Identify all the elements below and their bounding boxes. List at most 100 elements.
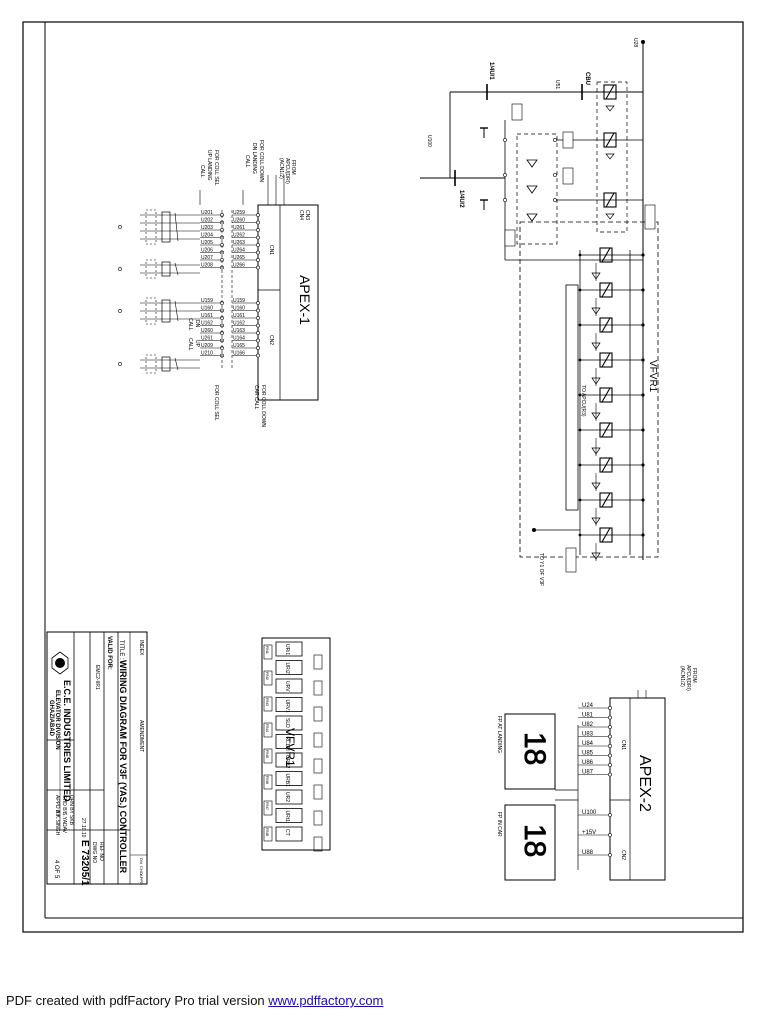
apex1-cn1-wire-right: U263	[233, 240, 245, 246]
amendment-label: AMENDMENT	[138, 720, 144, 752]
apex1-cn2-wire-left: U162	[201, 321, 213, 327]
apex1-label-dn-2: DN LANDING	[251, 143, 257, 174]
vfvr1-block: TO APCU(R3) VFVR1 TO Y1 OF V3F	[519, 40, 659, 586]
valid-for-label: VALID FOR:	[106, 636, 112, 670]
bus-label-14u1: 1/4U/1	[488, 62, 494, 80]
apex1-title: APEX-1	[297, 275, 313, 325]
apex1-cn2-wire-left: U160	[201, 306, 213, 312]
apex1-cn1-wire-right: U266	[233, 263, 245, 269]
appd-label: APPD	[139, 874, 144, 885]
bus-label-cbu: CBU	[584, 72, 590, 85]
board-relay-label: URB1	[284, 774, 290, 788]
apex1-cn1-wire-left: U202	[201, 218, 213, 224]
apex1-cn2-wire-right: U163	[233, 328, 245, 334]
board-conn-label: RN5	[265, 750, 270, 759]
board-conn-label: RN6	[265, 776, 270, 785]
fp-car-label: FP IN CAR	[496, 812, 502, 837]
apex1-cn2-wire-left: U161	[201, 313, 213, 319]
title-label: TITLE :	[118, 640, 124, 660]
apex1-cn1-wire-left: U208	[201, 263, 213, 269]
display-landing	[504, 713, 556, 790]
apex1-cn2-wire-right: U162	[233, 321, 245, 327]
company-logo	[51, 651, 69, 675]
apex2-cn1-wire: U24	[582, 703, 594, 709]
apex1-wire-group: U201U202U203U204U205U206U207U208U259U260…	[200, 210, 260, 370]
board-relay-label: URV1	[284, 700, 290, 713]
apd-by-label: APPD BY	[54, 795, 60, 817]
drn-by-label: DRN BY	[68, 795, 74, 815]
apex1-cn2-wire-right: U164	[233, 336, 245, 342]
board-relay-label: CT	[284, 829, 290, 836]
apex1-call-label-2: CALL	[187, 338, 193, 351]
apex1-cn3-label: CN3	[304, 210, 310, 220]
apex1-cn1-wire-right: U262	[233, 233, 245, 239]
apex2-cn2-wire: U100	[582, 810, 597, 816]
bus-label-u100: U100	[426, 135, 432, 147]
apex2-cn1-label: CN1	[620, 740, 626, 750]
apex1-cn2-wire-left: U159	[201, 298, 213, 304]
bus-label-u51: U51	[554, 80, 560, 89]
apex1-label-up-3: CALL	[199, 165, 205, 178]
svg-text:18: 18	[518, 824, 551, 857]
bus-label-u28: U28	[632, 38, 638, 47]
relay-strip	[578, 247, 645, 561]
apex1-cn1-wire-left: U204	[201, 233, 213, 239]
apex1-cn1-wire-right: U261	[233, 225, 245, 231]
board-title: VFVR1	[283, 728, 297, 767]
apex2-from-3: (ACN1/2)	[679, 666, 685, 687]
bus-label-14u2: 1/4U/2	[458, 190, 464, 208]
apex1-cn2-wire-right: U160	[233, 306, 245, 312]
fp-landing-label: FP AT LANDING	[496, 716, 502, 753]
board-relay-label: URi2	[284, 663, 290, 674]
board-conn-label: RN3	[265, 698, 270, 707]
vfvr-title: VFVR1	[647, 360, 658, 393]
svg-text:18: 18	[518, 732, 551, 765]
board-relay-label: UR2	[284, 792, 290, 802]
apex1-label-dn-3: CALL	[244, 155, 250, 168]
apex1-coll-sel-label: FOR COLL SEL	[213, 385, 219, 421]
index-label: INDEX	[138, 640, 144, 656]
chd-by-value: S.YADAV	[61, 812, 67, 834]
apex2-cn1-wire: U83	[582, 732, 594, 738]
apex1-car-label-1: FOR COLL DOWN	[260, 385, 266, 427]
apex1-car-label-2: CAR CALL	[253, 385, 259, 410]
apex1-cn1-wire-left: U203	[201, 225, 213, 231]
model-label: EMC2-IIR1	[94, 665, 100, 690]
apex1-cn2-wire-left: U261	[201, 336, 213, 342]
apex1-cn1-wire-left: U201	[201, 210, 213, 216]
company-name: E.C.E. INDUSTRIES LIMITED	[62, 680, 72, 802]
dwg-no-label: DWG NO	[91, 842, 97, 863]
apex1-from-2: APCU(DRI)	[284, 158, 290, 184]
board-relay-label: URt1	[284, 811, 290, 823]
board-relay-label: URi1	[284, 644, 290, 655]
board-conn-label: RN8	[265, 828, 270, 837]
display-car	[504, 804, 556, 881]
apex1-up-label: UP	[194, 340, 200, 348]
board-conn-label: RN4	[265, 724, 270, 733]
apex1-cn2-label: CN2	[268, 335, 274, 345]
apex1-cn1-wire-left: U206	[201, 248, 213, 254]
apex1-cn2-wire-left: U210	[201, 351, 213, 357]
sheet-border	[22, 21, 744, 933]
footer-text: PDF created with pdfFactory Pro trial ve…	[6, 993, 269, 1008]
apex1-cn2-wire-right: U161	[233, 313, 245, 319]
date-value: 27.10.10	[80, 818, 86, 838]
apex2-title: APEX-2	[636, 755, 653, 812]
company-city: GHAZIABAD	[48, 700, 54, 737]
apex1-cn4-label: CN4	[298, 210, 304, 220]
apex1-cn1-wire-left: U205	[201, 240, 213, 246]
apex2-cn1-wire: U85	[582, 751, 594, 757]
chd-label: CHD	[139, 866, 144, 875]
apex2-cn1-wire: U81	[582, 713, 594, 719]
board-relay-label: URV	[284, 681, 290, 692]
apex2-from-2: APCU(DRI)	[685, 665, 691, 691]
pdf-footer: PDF created with pdfFactory Pro trial ve…	[6, 993, 383, 1008]
drawing-title: WIRING DIAGRAM FOR V3F (YAS.) CONTROLLER	[118, 660, 128, 874]
apex2-from-1: FROM	[691, 668, 697, 683]
apex1-cn1-wire-right: U259	[233, 210, 245, 216]
vfvr-to-apcu-label: TO APCU(R3)	[580, 385, 586, 417]
apex1-block: APEX-1 CN1 CN2 CN3 CN4 FROM APCU(DRI) (A…	[187, 140, 319, 427]
apex1-cn1-label: CN1	[268, 245, 274, 255]
pdffactory-link[interactable]: www.pdffactory.com	[268, 993, 384, 1008]
